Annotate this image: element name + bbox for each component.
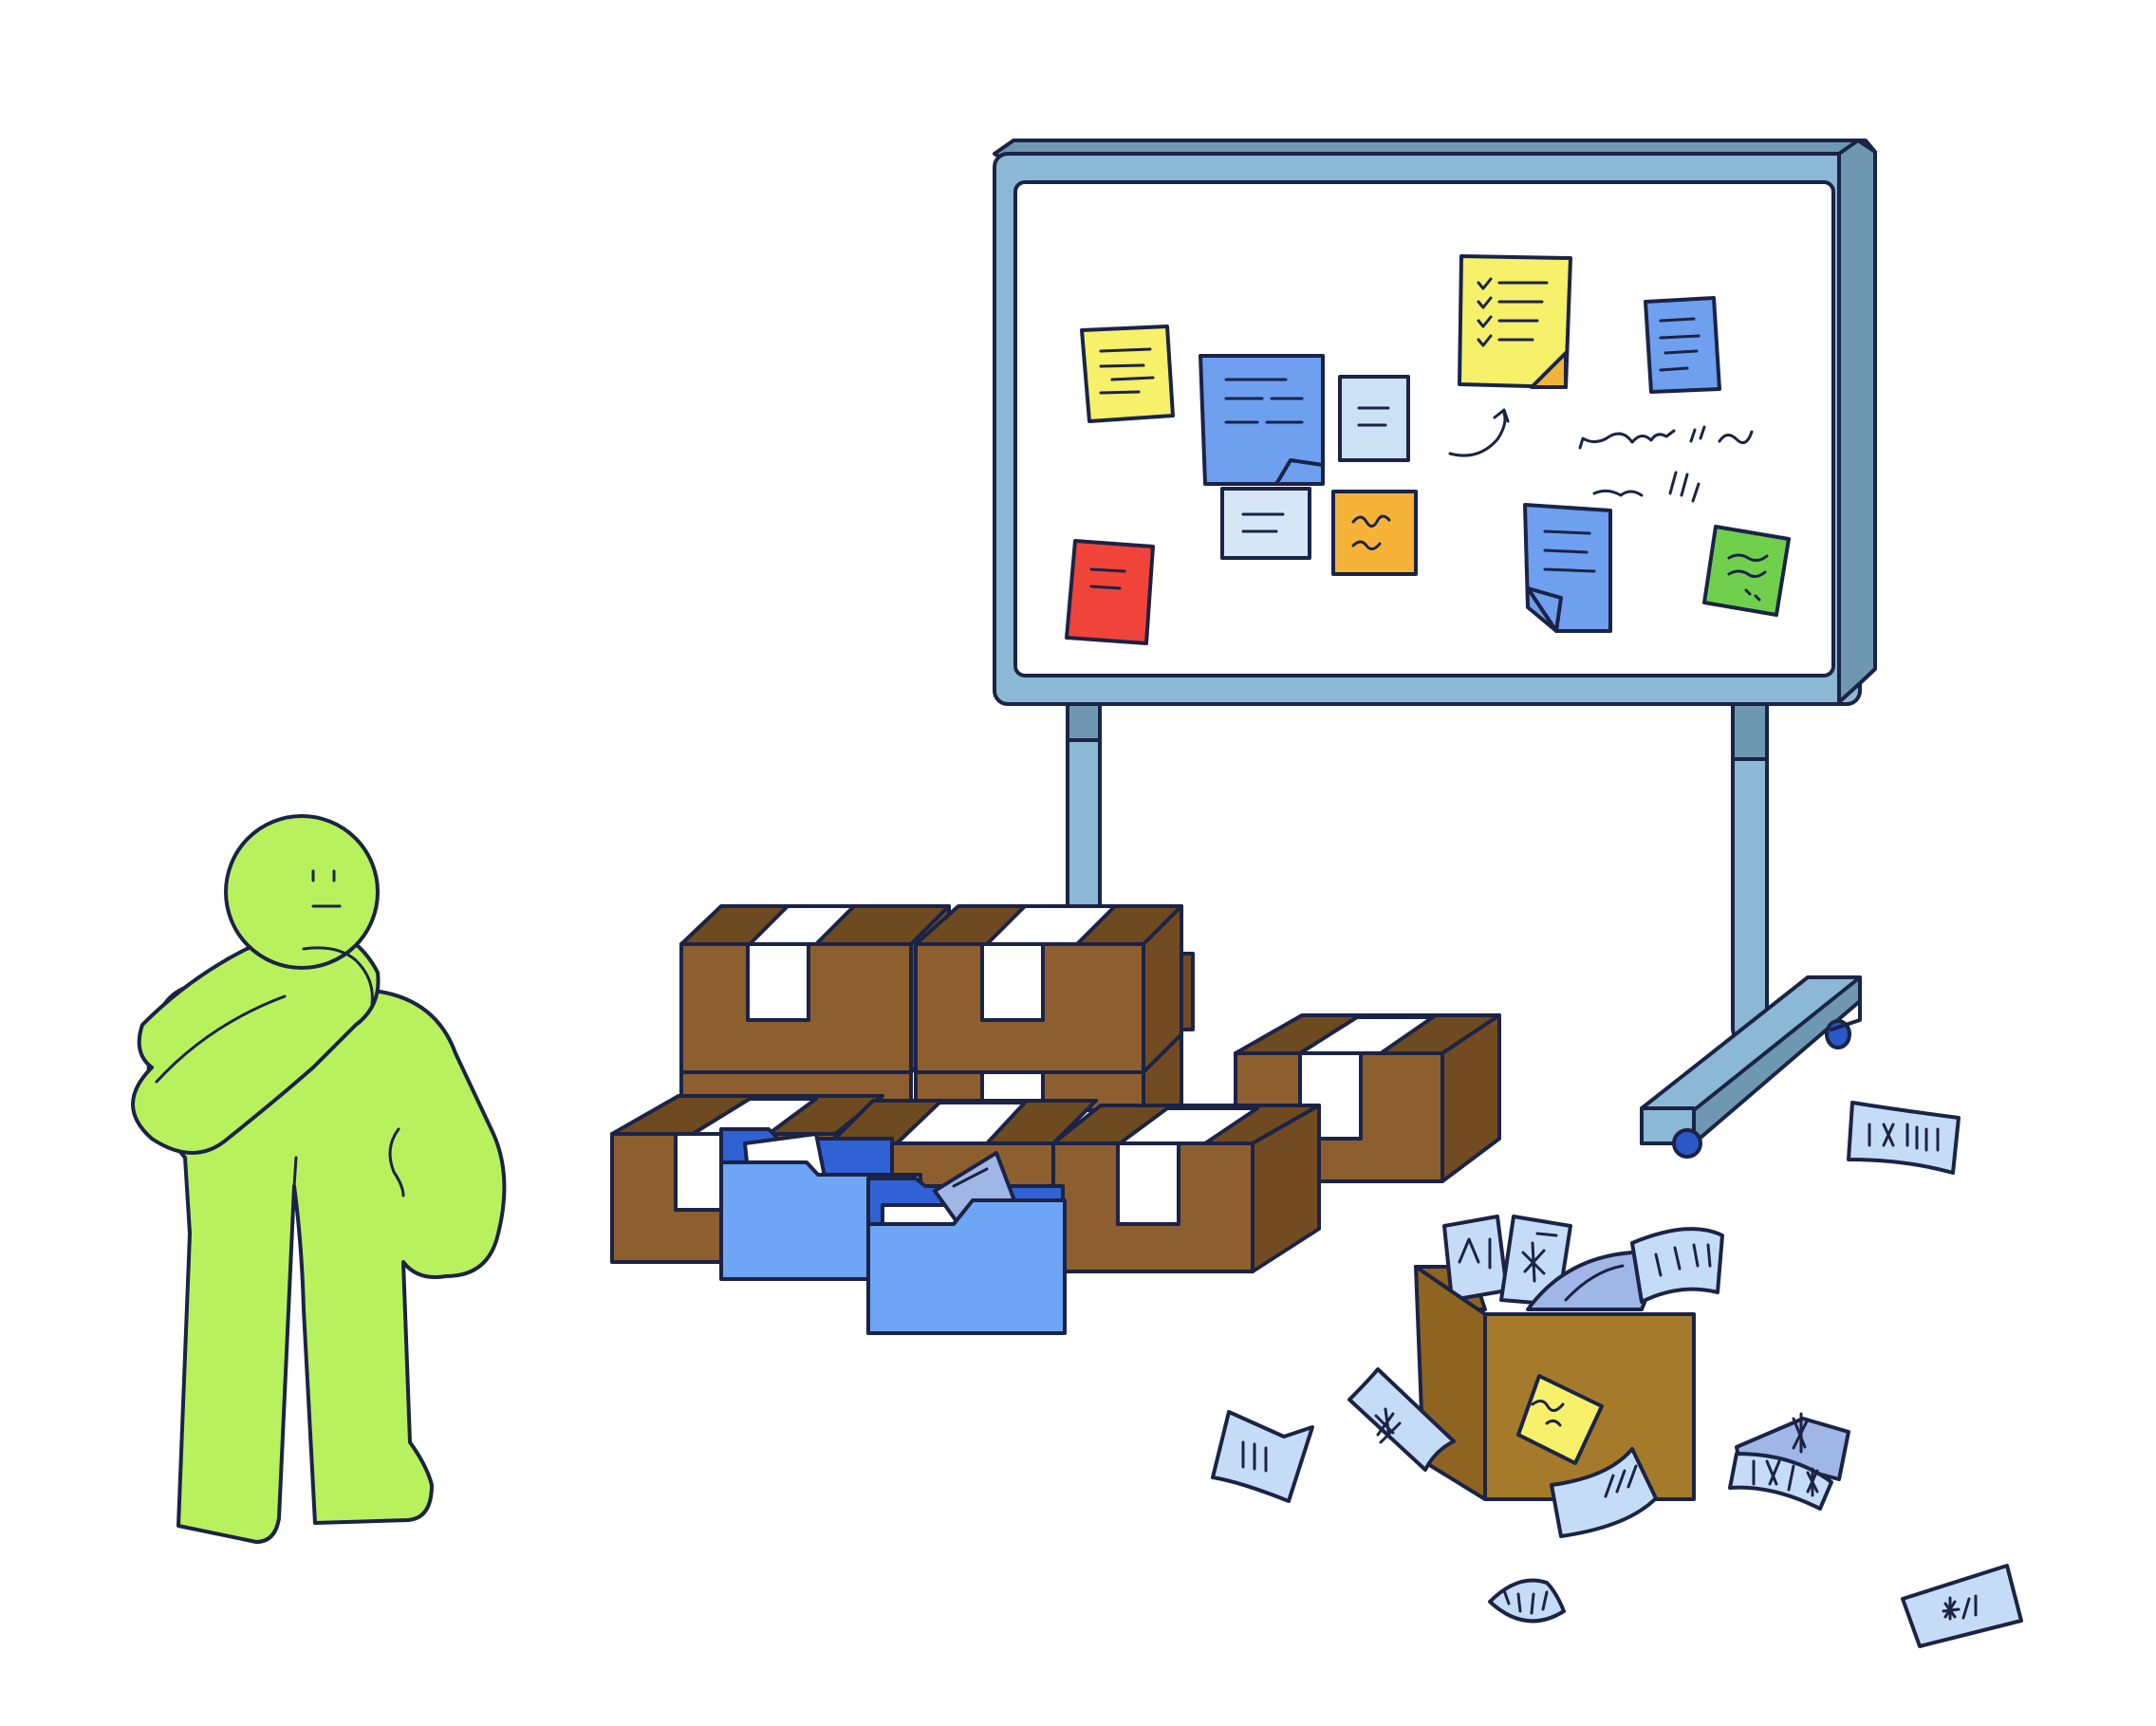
note-blue-large bbox=[1199, 354, 1325, 486]
note-blue-lined bbox=[1644, 296, 1721, 394]
board-wheel-front bbox=[1672, 1128, 1702, 1159]
whiteboard bbox=[993, 139, 1877, 1159]
note-yellow-lined bbox=[1080, 325, 1175, 423]
receipt bbox=[1348, 1367, 1456, 1472]
receipt bbox=[1728, 1452, 1833, 1511]
receipt-bin bbox=[1414, 1215, 1724, 1501]
person-arm bbox=[131, 920, 381, 1155]
receipt bbox=[1488, 1578, 1566, 1624]
board-surface bbox=[1013, 180, 1835, 677]
receipt bbox=[1550, 1447, 1658, 1538]
box-stack bbox=[610, 904, 1501, 1335]
receipt bbox=[1211, 1410, 1314, 1503]
scattered-receipts bbox=[1211, 1101, 2023, 1648]
person-head bbox=[224, 814, 380, 970]
note-orange bbox=[1331, 490, 1418, 576]
receipt bbox=[1847, 1101, 1961, 1175]
note-lightblue-card bbox=[1220, 487, 1311, 560]
note-yellow-checklist bbox=[1458, 254, 1572, 389]
person-face bbox=[311, 869, 342, 908]
file-folder bbox=[866, 1151, 1067, 1335]
note-green bbox=[1702, 525, 1791, 617]
note-blue-curled bbox=[1523, 503, 1612, 633]
board-doodles bbox=[1448, 408, 1754, 503]
cardboard-box bbox=[679, 904, 951, 1074]
cardboard-box bbox=[1051, 1104, 1321, 1273]
cardboard-box bbox=[914, 904, 1183, 1074]
thinking-person bbox=[131, 814, 507, 1544]
note-lightblue-small bbox=[1338, 375, 1410, 462]
note-red bbox=[1065, 539, 1155, 645]
receipt bbox=[1901, 1564, 2023, 1648]
